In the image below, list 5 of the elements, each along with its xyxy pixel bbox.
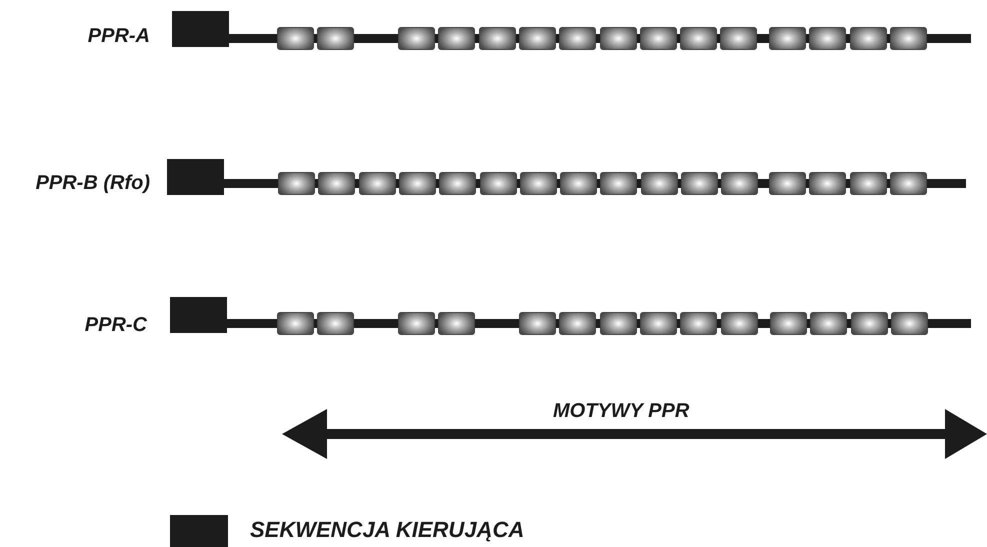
protein-label: PPR-B (Rfo) (36, 173, 150, 193)
legend-label: SEKWENCJA KIERUJĄCA (250, 519, 524, 541)
protein-label: PPR-A (88, 26, 150, 46)
protein-label: PPR-C (84, 315, 147, 335)
span-label: MOTYWY PPR (553, 401, 690, 421)
